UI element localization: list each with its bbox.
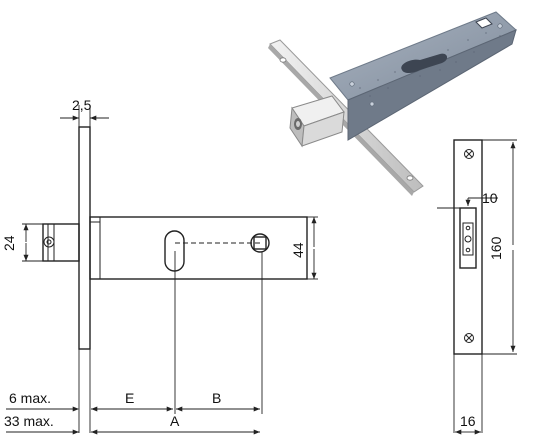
dim-a: A [170, 413, 180, 429]
faceplate [78, 126, 91, 350]
dim-faceplate-thickness: 2,5 [72, 97, 92, 113]
front-view: 10 160 16 [437, 139, 517, 435]
dim-front-top-offset: 10 [482, 190, 498, 206]
front-bolt-opening [459, 207, 477, 269]
front-faceplate [453, 139, 483, 355]
dim-bolt-height: 24 [1, 235, 17, 251]
iso-key-slot-icon [401, 53, 448, 73]
dim-front-width: 16 [460, 413, 476, 429]
dim-e: E [125, 390, 134, 406]
dim-case-height: 44 [290, 242, 306, 258]
dim-b: B [212, 390, 221, 406]
screw-icon [464, 333, 474, 343]
dim-front-length: 160 [488, 236, 504, 260]
bolt [42, 223, 80, 262]
key-slot-icon [164, 230, 185, 272]
screw-icon [464, 149, 474, 159]
dim-thirty-three-max: 33 max. [4, 413, 54, 429]
dim-six-max: 6 max. [9, 390, 51, 406]
iso-case-side [347, 29, 517, 141]
bolt-roller-icon [43, 236, 55, 248]
lock-3d-illustration [268, 11, 517, 196]
side-view: 2,5 24 44 6 max. E B 33 max. A [1, 97, 318, 435]
lock-case [89, 216, 308, 280]
iso-bolt [289, 95, 345, 148]
iso-spindle-icon [475, 17, 493, 29]
